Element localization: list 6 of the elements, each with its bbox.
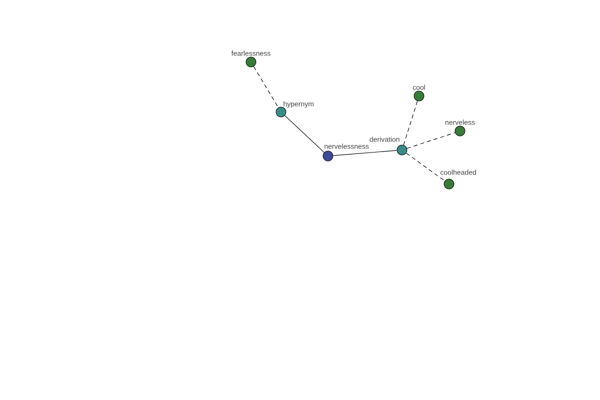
connector-line	[253, 66, 279, 108]
connector-line	[332, 150, 398, 156]
connector-line	[406, 152, 446, 182]
connector-line	[403, 100, 418, 146]
connector-line	[284, 115, 324, 153]
connector-line	[406, 132, 456, 149]
